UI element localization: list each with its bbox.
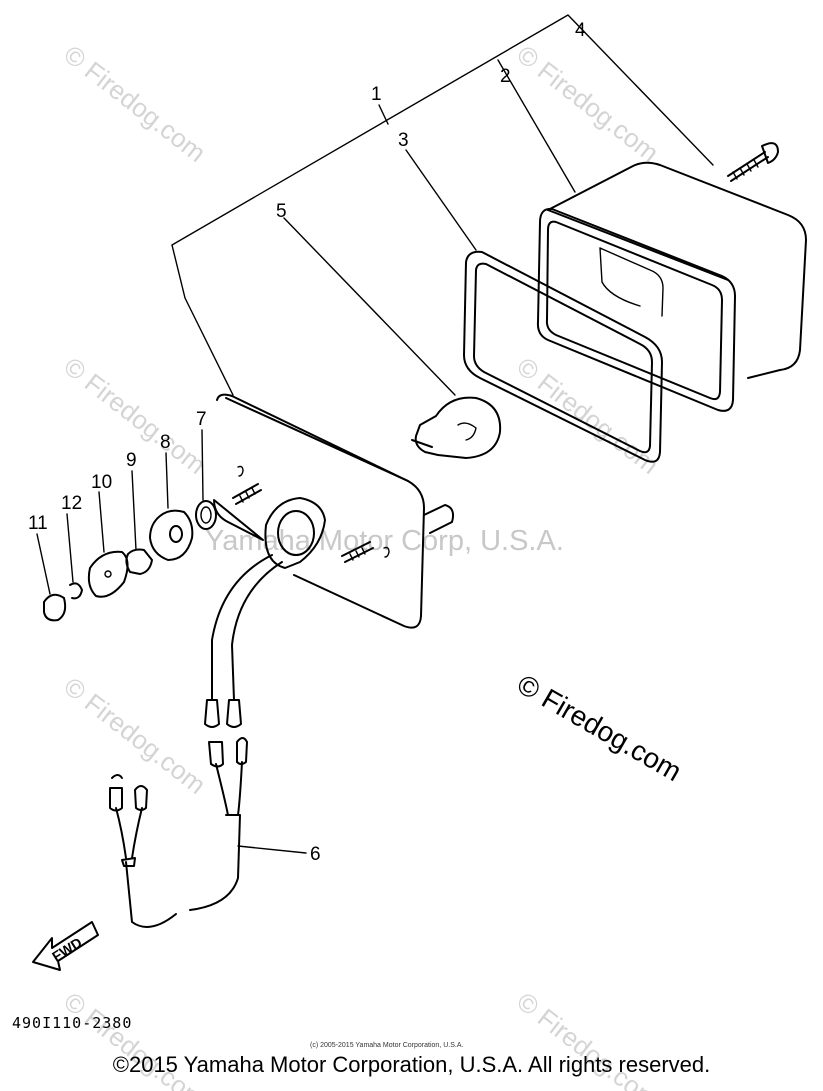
footer-copyright: ©2015 Yamaha Motor Corporation, U.S.A. A…: [112, 1052, 711, 1077]
leader-2: [497, 59, 576, 193]
collar-part-9: [125, 548, 153, 575]
washer-part-7: [195, 500, 217, 530]
grommet-part-8: [149, 509, 194, 561]
callout-12: 12: [61, 493, 82, 514]
fwd-arrow-icon: [32, 921, 99, 971]
gasket-part-3: [463, 250, 663, 463]
fwd-arrow: FWD: [32, 921, 99, 971]
watermark-tile: © Firedog.com: [58, 671, 211, 800]
callout-leaders: [36, 429, 204, 595]
callout-2: 2: [500, 66, 511, 87]
part-code: 490I110-2380: [12, 1014, 132, 1032]
leader-6: [237, 845, 307, 854]
watermark-tile: © Firedog.com: [58, 39, 211, 168]
lamp-base-plate: [213, 393, 455, 629]
callout-labels: 1 2 3 4 5 6 7 8 9 10 11 12: [28, 20, 586, 865]
cap-part-11: [43, 593, 67, 622]
leader-lines: [171, 14, 714, 854]
callout-11: 11: [28, 513, 48, 534]
callout-4: 4: [575, 20, 586, 41]
callout-3: 3: [398, 130, 409, 151]
lens-housing-part-2: [536, 161, 807, 412]
wiring-harness: [109, 554, 283, 928]
callout-7: 7: [196, 409, 207, 430]
callout-1: 1: [371, 84, 382, 105]
watermark-tile: © Firedog.com: [511, 39, 664, 168]
clip-part-12: [69, 582, 83, 600]
callout-8: 8: [160, 432, 171, 453]
callout-5: 5: [276, 201, 287, 222]
bulb-part-5: [411, 396, 502, 459]
leader-lens-back: [171, 244, 234, 396]
leader-5: [283, 217, 456, 396]
leader-1-tick: [378, 104, 389, 125]
leader-3: [405, 149, 477, 251]
leader-bracket-4: [171, 14, 714, 246]
watermark-center: Yamaha Motor Corp, U.S.A.: [205, 525, 564, 557]
callout-10: 10: [91, 472, 112, 493]
callout-6: 6: [310, 844, 321, 865]
firedog-mark: © Firedog.com: [512, 668, 687, 787]
small-copyright: (c) 2005-2015 Yamaha Motor Corporation, …: [310, 1042, 463, 1049]
callout-9: 9: [126, 450, 137, 471]
plate-part-10: [87, 550, 129, 598]
small-parts: [43, 500, 217, 622]
screw-part-4: [727, 142, 779, 182]
